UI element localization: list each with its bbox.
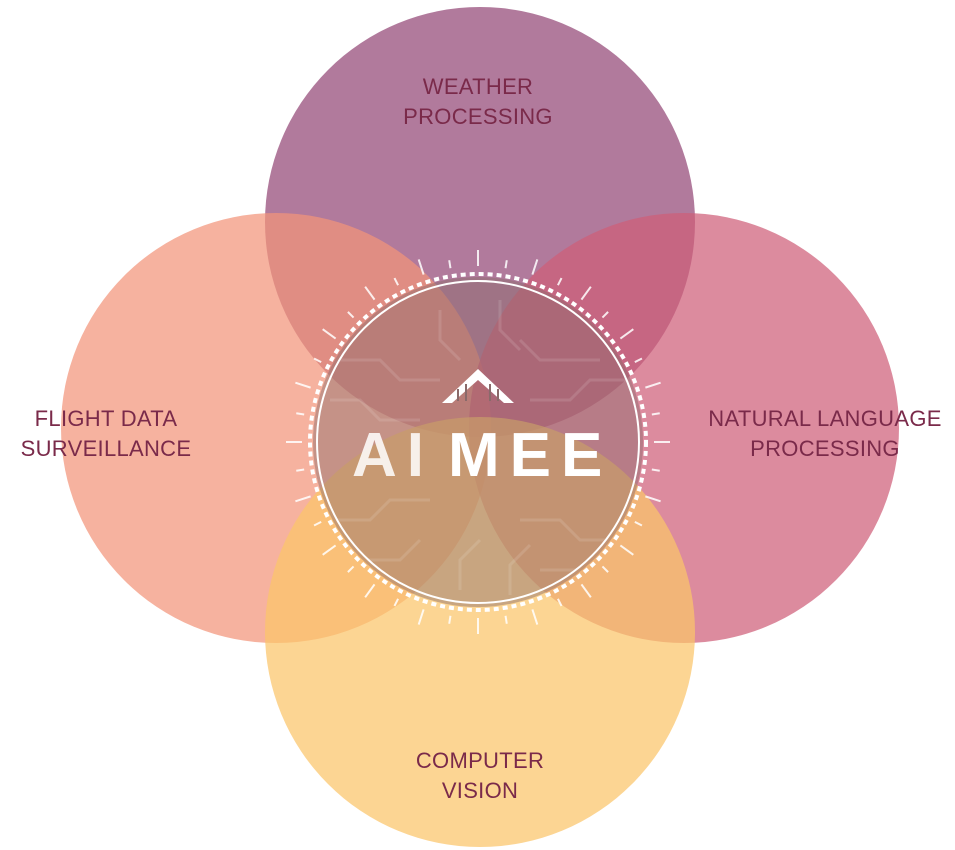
tick-mark	[619, 544, 634, 556]
circuit-trace	[330, 398, 420, 422]
circuit-trace	[330, 498, 430, 522]
circuit-trace	[508, 543, 532, 595]
tick-mark	[504, 615, 508, 624]
circuit-trace	[498, 300, 522, 352]
vision-label-line1: COMPUTER	[416, 748, 544, 773]
tick-mark	[531, 609, 539, 625]
logo-text-ai: AI	[352, 421, 434, 490]
tick-mark	[504, 260, 508, 269]
airplane-chevron-icon	[442, 369, 514, 403]
tick-mark	[531, 259, 539, 275]
weather-label-line1: WEATHER	[423, 74, 533, 99]
circuit-trace	[520, 518, 620, 542]
tick-mark	[580, 286, 592, 301]
aimee-logo: AI MEE	[286, 250, 670, 634]
tick-mark	[645, 495, 661, 503]
tick-mark	[393, 598, 399, 607]
tick-mark	[634, 521, 643, 527]
tick-mark	[347, 565, 355, 573]
tick-mark	[417, 259, 425, 275]
logo-ring-inner	[316, 280, 640, 604]
circuit-trace	[438, 310, 462, 362]
tick-mark	[557, 598, 563, 607]
circuit-trace	[530, 378, 630, 402]
tick-mark	[296, 468, 305, 472]
flight-label-line1: FLIGHT DATA	[35, 406, 178, 431]
tick-mark	[634, 357, 643, 363]
labels-group: WEATHER PROCESSING FLIGHT DATA SURVEILLA…	[21, 74, 942, 803]
logo-ring	[308, 272, 648, 612]
tick-mark	[322, 328, 337, 340]
tick-mark	[601, 311, 609, 319]
tick-mark	[296, 412, 305, 416]
nlp-label-line2: PROCESSING	[750, 436, 900, 461]
computer-vision-circle	[265, 417, 695, 847]
tick-mark	[313, 357, 322, 363]
tick-mark	[322, 544, 337, 556]
tick-mark	[580, 583, 592, 598]
logo-disc	[313, 277, 643, 607]
tick-mark	[295, 381, 311, 389]
vision-label-line2: VISION	[442, 778, 518, 803]
tick-mark	[295, 495, 311, 503]
flight-label-line2: SURVEILLANCE	[21, 436, 192, 461]
tick-mark	[645, 381, 661, 389]
circuit-trace	[330, 358, 440, 382]
nlp-label-line1: NATURAL LANGUAGE	[708, 406, 941, 431]
tick-mark	[651, 468, 660, 472]
weather-label-line2: PROCESSING	[403, 104, 553, 129]
tick-mark	[651, 412, 660, 416]
tick-mark	[557, 277, 563, 286]
logo-text-mee: MEE	[448, 421, 612, 490]
tick-mark	[619, 328, 634, 340]
circuit-trace	[458, 538, 482, 590]
logo-tick-marks	[286, 250, 670, 634]
tick-mark	[417, 609, 425, 625]
tick-mark	[448, 260, 452, 269]
tick-mark	[601, 565, 609, 573]
circles-group	[61, 7, 899, 847]
circuit-trace	[518, 338, 600, 362]
tick-mark	[448, 615, 452, 624]
tick-mark	[313, 521, 322, 527]
tick-mark	[393, 277, 399, 286]
tick-mark	[364, 583, 376, 598]
tick-mark	[364, 286, 376, 301]
tick-mark	[347, 311, 355, 319]
